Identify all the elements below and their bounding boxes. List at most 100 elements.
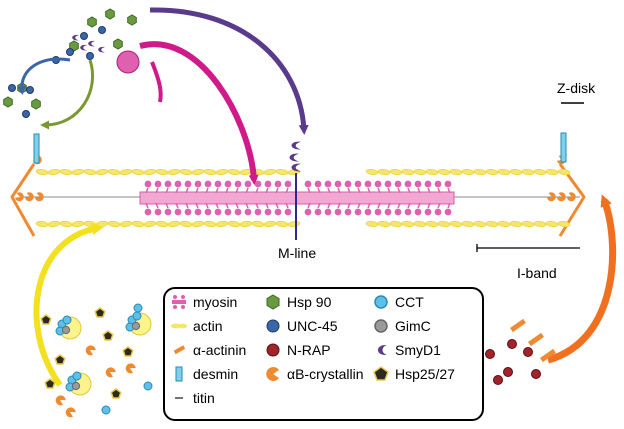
alpha-actinin-icon bbox=[556, 192, 566, 202]
z-disk-label: Z-disk bbox=[557, 80, 596, 96]
myosin-head bbox=[164, 180, 172, 188]
hsp25-27-icon bbox=[373, 366, 389, 382]
actin-monomer bbox=[509, 220, 523, 228]
myosin-neck bbox=[377, 202, 381, 209]
titin-icon bbox=[171, 390, 187, 406]
legend-item: Hsp25/27 bbox=[373, 365, 455, 383]
actin-monomer bbox=[263, 168, 277, 176]
myosin-head bbox=[324, 208, 332, 216]
myosin-filament bbox=[139, 180, 455, 216]
nrap-icon bbox=[493, 375, 503, 385]
legend-item: N-RAP bbox=[265, 341, 331, 359]
alpha-actinin-icon bbox=[510, 318, 526, 333]
myosin-head bbox=[214, 180, 222, 188]
myosin-head bbox=[424, 208, 432, 216]
actin-monomer bbox=[497, 168, 511, 176]
myosin-neck bbox=[397, 202, 401, 209]
myosin-head bbox=[144, 180, 152, 188]
myosin-neck bbox=[205, 187, 209, 194]
actin-monomer bbox=[449, 168, 463, 176]
legend-item: Hsp 90 bbox=[265, 293, 331, 311]
myosin-neck bbox=[447, 187, 451, 194]
myosin-head bbox=[394, 208, 402, 216]
myosin-neck bbox=[235, 187, 239, 194]
assembly-cluster-bottom bbox=[40, 303, 153, 418]
legend-item: GimC bbox=[373, 317, 431, 335]
legend-label: Hsp25/27 bbox=[395, 366, 455, 382]
actin-monomer bbox=[497, 220, 511, 228]
legend-label: myosin bbox=[193, 294, 238, 310]
myosin-neck bbox=[255, 202, 259, 209]
chaperone-cluster-top bbox=[3, 8, 137, 118]
actin-monomer bbox=[155, 168, 169, 176]
legend-label: CCT bbox=[395, 294, 424, 310]
legend-item: SmyD1 bbox=[373, 341, 441, 359]
legend-item: CCT bbox=[373, 293, 424, 311]
smyd1-icon bbox=[80, 44, 87, 51]
myosin-neck bbox=[317, 187, 321, 194]
myosin-icon bbox=[171, 294, 187, 310]
actin-monomer bbox=[227, 168, 241, 176]
myosin-head bbox=[364, 180, 372, 188]
hsp25-27-icon bbox=[44, 378, 56, 389]
actin-monomer bbox=[449, 220, 463, 228]
z-disk-left bbox=[10, 163, 36, 237]
actin-monomer bbox=[155, 220, 169, 228]
actin-monomer bbox=[521, 168, 535, 176]
myosin-head bbox=[304, 180, 312, 188]
alphab-crystallin-icon bbox=[105, 367, 116, 378]
myosin-neck bbox=[245, 202, 249, 209]
unc45-icon bbox=[98, 26, 106, 34]
myosin-head bbox=[284, 208, 292, 216]
actin-monomer bbox=[557, 220, 571, 228]
smyd1-icon bbox=[291, 141, 301, 150]
myosin-head bbox=[434, 208, 442, 216]
myosin-neck bbox=[357, 202, 361, 209]
legend-label: desmin bbox=[193, 366, 239, 382]
actin-filaments bbox=[35, 168, 571, 228]
alpha-actinin-icon bbox=[540, 348, 556, 363]
actin-monomer bbox=[35, 220, 49, 228]
myosin-head bbox=[264, 180, 272, 188]
legend-label: GimC bbox=[395, 318, 431, 334]
myosin-neck bbox=[265, 187, 269, 194]
actin-monomer bbox=[143, 168, 157, 176]
myosin-head bbox=[184, 208, 192, 216]
actin-monomer bbox=[461, 168, 475, 176]
myosin-head bbox=[204, 180, 212, 188]
myosin-neck bbox=[327, 202, 331, 209]
purple-arrow bbox=[149, 7, 309, 135]
actin-monomer bbox=[131, 168, 145, 176]
myosin-head bbox=[194, 208, 202, 216]
hsp90-icon bbox=[31, 98, 41, 110]
actin-monomer bbox=[119, 168, 133, 176]
desmin-left bbox=[33, 133, 40, 164]
nrap-icon bbox=[507, 339, 517, 349]
legend-label: N-RAP bbox=[287, 342, 331, 358]
actin-monomer bbox=[203, 168, 217, 176]
alpha-actinin-icon bbox=[171, 342, 187, 358]
smyd1-icon bbox=[88, 40, 95, 47]
myosin-head bbox=[374, 180, 382, 188]
myosin-neck bbox=[397, 187, 401, 194]
myosin-neck bbox=[145, 187, 149, 194]
myosin-head bbox=[344, 180, 352, 188]
myosin-head bbox=[414, 180, 422, 188]
myosin-head bbox=[184, 180, 192, 188]
actin-monomer bbox=[35, 168, 49, 176]
myosin-neck bbox=[347, 187, 351, 194]
unc45-icon bbox=[8, 84, 16, 92]
actin-monomer bbox=[425, 220, 439, 228]
legend-item: myosin bbox=[171, 293, 237, 311]
actin-monomer bbox=[215, 220, 229, 228]
m-line-label: M-line bbox=[278, 245, 317, 261]
gimc-icon bbox=[131, 321, 141, 331]
myosin-neck bbox=[195, 187, 199, 194]
hsp90-icon bbox=[127, 14, 137, 26]
alphab-crystallin-icon bbox=[265, 366, 281, 382]
actin-monomer bbox=[215, 168, 229, 176]
actin-monomer bbox=[533, 168, 547, 176]
myosin-neck bbox=[275, 202, 279, 209]
myosin-head bbox=[314, 180, 322, 188]
